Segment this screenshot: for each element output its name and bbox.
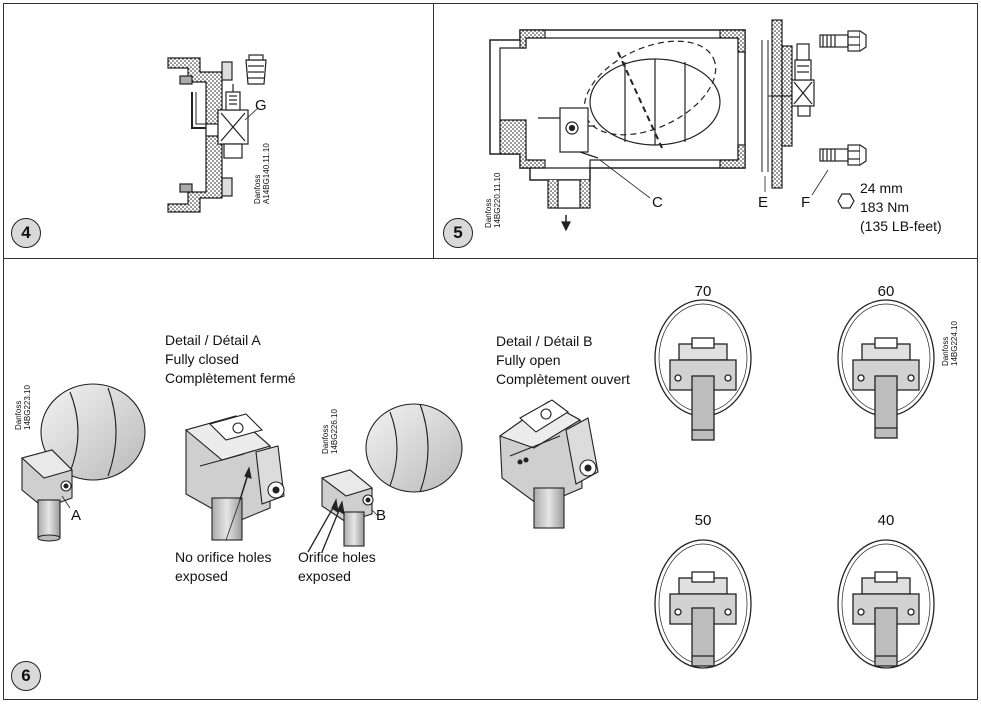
panel-5-ref-line2: 14BG220.11.10 <box>493 172 502 228</box>
callout-c: C <box>652 194 663 211</box>
dial-label-60: 60 <box>877 283 895 300</box>
callout-g: G <box>255 97 267 114</box>
callout-f: F <box>801 194 811 211</box>
detail-b-state-fr: Complètement ouvert <box>496 371 630 387</box>
panel-6-ref-left-line1: Danfoss <box>14 400 23 430</box>
panel-6-number-badge: 6 <box>11 661 41 691</box>
valve-detail-b <box>498 399 599 529</box>
note-open-line2: exposed <box>298 568 351 584</box>
valve-assembly-b <box>307 403 463 553</box>
note-closed-line2: exposed <box>175 568 228 584</box>
panel-6-ref-mid-line2: 14BG226.10 <box>330 409 339 454</box>
callout-b: B <box>376 507 387 524</box>
dial-50 <box>654 539 752 669</box>
panel-6-ref-right-line2: 14BG224.10 <box>950 321 959 366</box>
valve-detail-a <box>184 413 285 541</box>
dial-60 <box>837 299 935 439</box>
panel-6-frame <box>3 258 978 700</box>
panel-4-drawing <box>167 54 267 213</box>
dial-40 <box>837 539 935 669</box>
torque-value-nm: 183 Nm <box>860 199 910 215</box>
torque-value-lbft: (135 LB-feet) <box>860 218 942 234</box>
panel-6-ref-left-line2: 14BG223.10 <box>23 385 32 430</box>
callout-e: E <box>758 194 769 211</box>
detail-b-title: Detail / Détail B <box>496 333 593 349</box>
dial-label-50: 50 <box>694 512 712 529</box>
note-closed-line1: No orifice holes <box>175 549 272 565</box>
panel-4-ref-line1: Danfoss <box>253 174 262 204</box>
note-open-line1: Orifice holes <box>298 549 376 565</box>
callout-a: A <box>71 507 82 524</box>
panel-5-ref-line1: Danfoss <box>484 198 493 228</box>
panel-4-number-badge: 4 <box>11 218 41 248</box>
panel-5-drawing <box>489 19 867 232</box>
detail-a-state: Fully closed <box>165 351 239 367</box>
dial-label-70: 70 <box>694 283 712 300</box>
panel-4-ref-line2: A14BG140.11.10 <box>262 143 271 204</box>
detail-b-state: Fully open <box>496 352 561 368</box>
detail-a-state-fr: Complètement fermé <box>165 370 296 386</box>
panel-6-ref-mid-line1: Danfoss <box>321 424 330 454</box>
panel-5-number-badge: 5 <box>443 218 473 248</box>
dial-70 <box>654 299 752 441</box>
dial-label-40: 40 <box>877 512 895 529</box>
valve-assembly-a <box>20 383 146 542</box>
detail-a-title: Detail / Détail A <box>165 332 261 348</box>
panel-6-ref-right-line1: Danfoss <box>941 336 950 366</box>
torque-wrench-size: 24 mm <box>860 180 903 196</box>
